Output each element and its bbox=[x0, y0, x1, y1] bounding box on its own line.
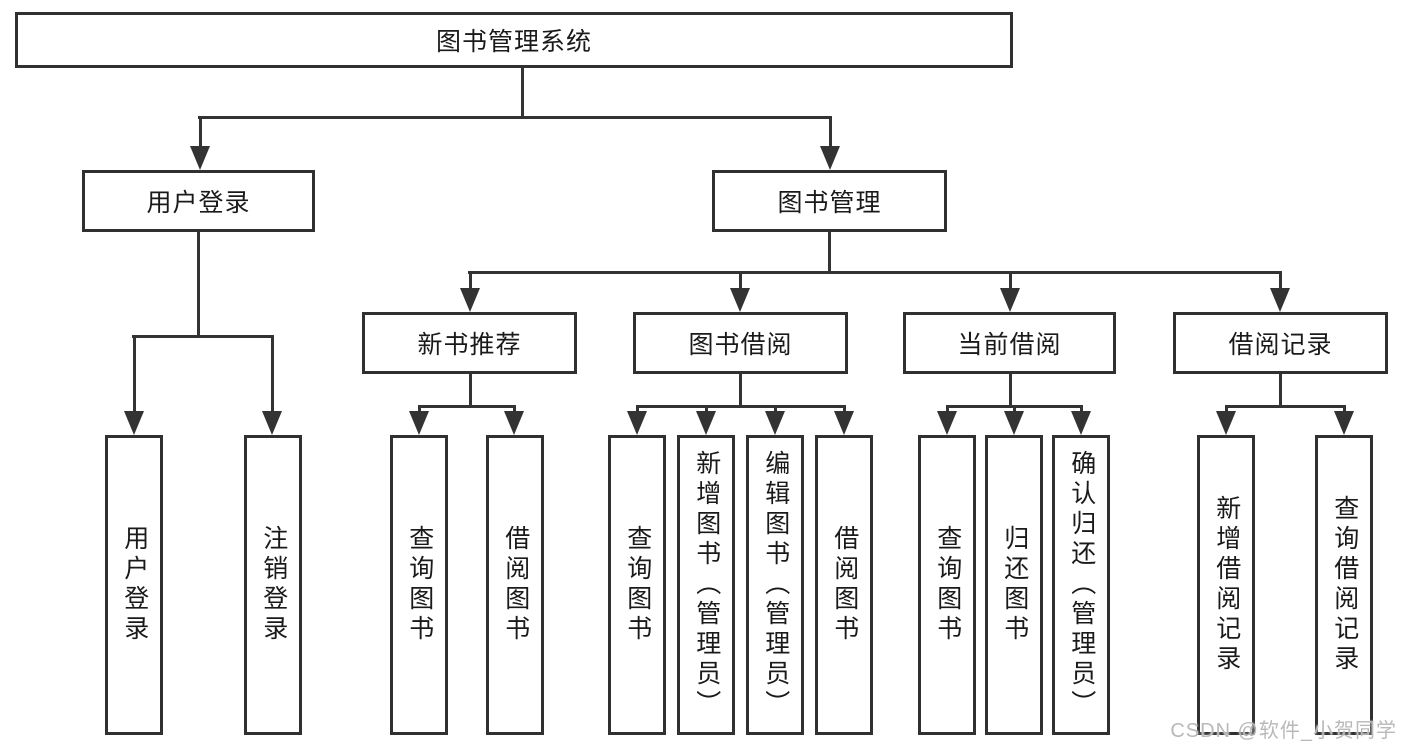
arrowhead-nb-borrow bbox=[504, 411, 524, 435]
leaf-cb-return-books: 归还图书 bbox=[985, 435, 1043, 735]
leaf-bb-add-books-admin: 新增图书（管理员） bbox=[677, 435, 735, 735]
arrowhead-borrow-record bbox=[1270, 288, 1290, 312]
connector-arrow-bb-query-shaft bbox=[636, 405, 639, 414]
arrowhead-br-add bbox=[1216, 411, 1236, 435]
arrowhead-bb-add bbox=[696, 411, 716, 435]
arrowhead-bb-borrow bbox=[834, 411, 854, 435]
leaf-br-query-record-label: 查询借阅记录 bbox=[1330, 495, 1359, 675]
leaf-bb-borrow-books-label: 借阅图书 bbox=[830, 525, 859, 645]
node-current-borrowing-label: 当前借阅 bbox=[957, 331, 1062, 359]
arrowhead-current-borrow bbox=[1000, 288, 1020, 312]
leaf-bb-edit-books-admin: 编辑图书（管理员） bbox=[746, 435, 804, 735]
csdn-watermark: CSDN @软件_小贺同学 bbox=[1170, 720, 1397, 742]
connector-arrow-cb-query-shaft bbox=[946, 405, 949, 414]
connector-user-login-stem bbox=[197, 232, 200, 338]
arrowhead-new-book bbox=[460, 288, 480, 312]
arrowhead-login bbox=[124, 411, 144, 435]
connector-arrow-new-book-shaft bbox=[469, 271, 472, 290]
leaf-bb-query-books: 查询图书 bbox=[608, 435, 666, 735]
node-book-borrowing-label: 图书借阅 bbox=[688, 331, 793, 359]
leaf-bb-borrow-books: 借阅图书 bbox=[815, 435, 873, 735]
connector-book-borrow-stem bbox=[739, 374, 742, 408]
arrowhead-cb-query bbox=[937, 411, 957, 435]
leaf-br-query-record: 查询借阅记录 bbox=[1315, 435, 1373, 735]
connector-arrow-bb-add-shaft bbox=[705, 405, 708, 414]
connector-arrow-cb-return-shaft bbox=[1013, 405, 1016, 414]
connector-user-login-hline bbox=[132, 335, 274, 338]
connector-arrow-br-query-shaft bbox=[1343, 405, 1346, 414]
node-borrowing-records: 借阅记录 bbox=[1173, 312, 1388, 374]
arrowhead-bb-query bbox=[627, 411, 647, 435]
leaf-br-add-record: 新增借阅记录 bbox=[1197, 435, 1255, 735]
connector-arrow-login-shaft bbox=[133, 337, 136, 413]
arrowhead-logout bbox=[262, 411, 282, 435]
leaf-cb-return-books-label: 归还图书 bbox=[1000, 525, 1029, 645]
connector-arrow-br-add-shaft bbox=[1225, 405, 1228, 414]
connector-arrow-nb-borrow-shaft bbox=[513, 405, 516, 414]
leaf-nb-query-books: 查询图书 bbox=[390, 435, 448, 735]
connector-book-mgmt-stem bbox=[828, 232, 831, 274]
node-new-book-recommend: 新书推荐 bbox=[362, 312, 577, 374]
node-user-login: 用户登录 bbox=[82, 170, 315, 232]
connector-arrow-nb-query-shaft bbox=[418, 405, 421, 414]
connector-arrow-logout-shaft bbox=[271, 337, 274, 413]
arrowhead-cb-confirm bbox=[1071, 411, 1091, 435]
connector-arrow-bb-borrow-shaft bbox=[843, 405, 846, 414]
connector-arrow-user-login-shaft bbox=[199, 116, 202, 150]
connector-borrow-record-hline bbox=[1225, 405, 1346, 408]
leaf-bb-query-books-label: 查询图书 bbox=[623, 525, 652, 645]
node-borrowing-records-label: 借阅记录 bbox=[1228, 331, 1333, 359]
node-book-borrowing: 图书借阅 bbox=[633, 312, 848, 374]
leaf-nb-query-books-label: 查询图书 bbox=[405, 525, 434, 645]
arrowhead-bb-edit bbox=[765, 411, 785, 435]
connector-current-borrow-stem bbox=[1009, 374, 1012, 408]
arrowhead-user-login bbox=[190, 146, 210, 170]
leaf-logout: 注销登录 bbox=[244, 435, 302, 735]
leaf-nb-borrow-books-label: 借阅图书 bbox=[501, 525, 530, 645]
leaf-cb-confirm-return-admin: 确认归还（管理员） bbox=[1052, 435, 1110, 735]
arrowhead-cb-return bbox=[1004, 411, 1024, 435]
connector-borrow-record-stem bbox=[1279, 374, 1282, 408]
connector-arrow-cb-confirm-shaft bbox=[1080, 405, 1083, 414]
leaf-cb-confirm-return-admin-label: 确认归还（管理员） bbox=[1067, 450, 1096, 720]
leaf-cb-query-books: 查询图书 bbox=[918, 435, 976, 735]
leaf-bb-edit-books-admin-label: 编辑图书（管理员） bbox=[761, 450, 790, 720]
connector-root-stem bbox=[521, 68, 524, 118]
node-new-book-recommend-label: 新书推荐 bbox=[417, 331, 522, 359]
connector-book-borrow-hline bbox=[636, 405, 846, 408]
arrowhead-book-borrow bbox=[730, 288, 750, 312]
leaf-nb-borrow-books: 借阅图书 bbox=[486, 435, 544, 735]
arrowhead-book-mgmt bbox=[820, 146, 840, 170]
node-library-system-label: 图书管理系统 bbox=[435, 28, 592, 56]
connector-arrow-bb-edit-shaft bbox=[774, 405, 777, 414]
leaf-user-login: 用户登录 bbox=[105, 435, 163, 735]
connector-arrow-book-mgmt-shaft bbox=[829, 116, 832, 150]
arrowhead-nb-query bbox=[409, 411, 429, 435]
connector-new-book-stem bbox=[469, 374, 472, 408]
leaf-user-login-label: 用户登录 bbox=[120, 525, 149, 645]
leaf-cb-query-books-label: 查询图书 bbox=[933, 525, 962, 645]
node-book-management-label: 图书管理 bbox=[777, 189, 882, 217]
arrowhead-br-query bbox=[1334, 411, 1354, 435]
node-library-system: 图书管理系统 bbox=[15, 12, 1013, 68]
connector-arrow-borrow-record-shaft bbox=[1279, 271, 1282, 290]
connector-book-mgmt-hline bbox=[468, 271, 1282, 274]
connector-root-hline bbox=[198, 116, 832, 119]
node-user-login-label: 用户登录 bbox=[146, 189, 251, 217]
connector-arrow-current-borrow-shaft bbox=[1009, 271, 1012, 290]
node-current-borrowing: 当前借阅 bbox=[903, 312, 1116, 374]
node-book-management: 图书管理 bbox=[712, 170, 947, 232]
leaf-br-add-record-label: 新增借阅记录 bbox=[1212, 495, 1241, 675]
connector-new-book-hline bbox=[418, 405, 516, 408]
leaf-bb-add-books-admin-label: 新增图书（管理员） bbox=[692, 450, 721, 720]
connector-arrow-book-borrow-shaft bbox=[739, 271, 742, 290]
leaf-logout-label: 注销登录 bbox=[259, 525, 288, 645]
